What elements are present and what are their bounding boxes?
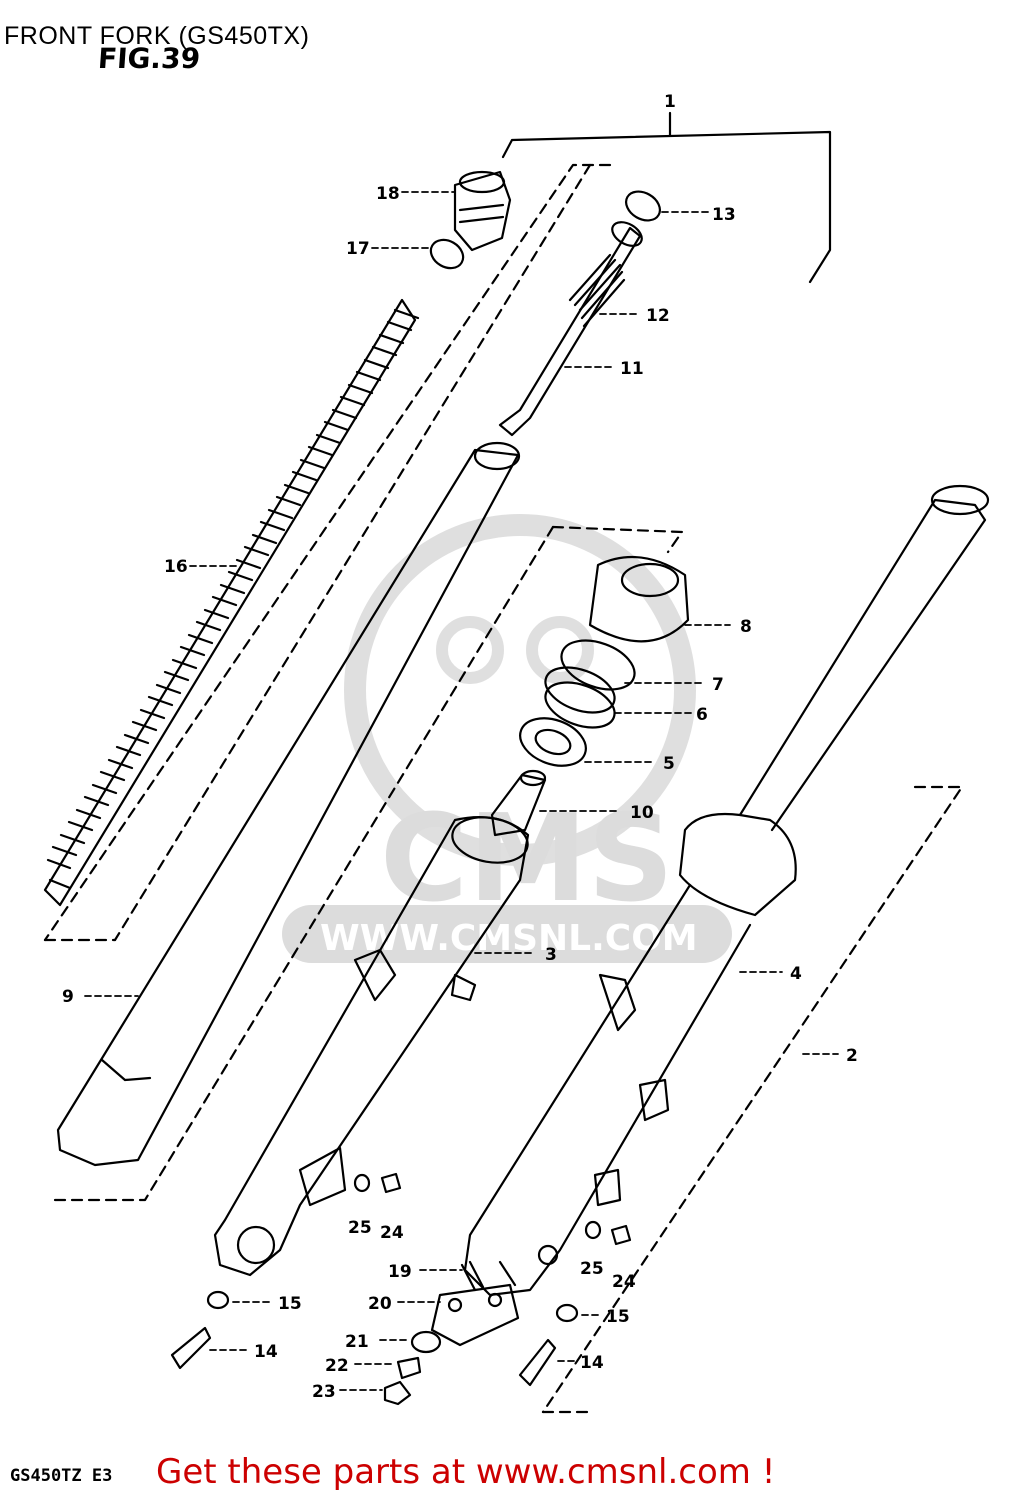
callout-2: 2: [846, 1046, 858, 1066]
callout-25-left: 25: [348, 1218, 372, 1238]
model-code: GS450TZ E3: [10, 1466, 113, 1486]
gasket-left-icon: [206, 1290, 230, 1310]
callout-4: 4: [790, 964, 802, 984]
cms-parts-link[interactable]: Get these parts at www.cmsnl.com !: [156, 1452, 776, 1492]
outer-tube-left-icon: [213, 816, 530, 1277]
gasket-right-icon: [555, 1303, 579, 1323]
seal-bracket: [48, 525, 684, 1202]
oil-seal-spacer-icon: [544, 666, 616, 729]
bleed-washer-right-icon: [584, 1220, 602, 1240]
inner-tube-icon: [56, 441, 521, 1167]
watermark-mascot-icon: [344, 514, 696, 866]
callout-10: 10: [630, 803, 654, 823]
callout-17: 17: [346, 239, 370, 259]
callout-14-right: 14: [580, 1353, 604, 1373]
callout-20: 20: [368, 1294, 392, 1314]
bleed-washer-left-icon: [353, 1173, 371, 1193]
callout-23: 23: [312, 1382, 336, 1402]
stopper-ring-icon: [560, 639, 636, 691]
axle-holder-icon: [430, 1283, 520, 1347]
callout-25-right: 25: [580, 1259, 604, 1279]
dust-seal-icon: [588, 555, 690, 643]
fork-cap-bolt-icon: [453, 170, 512, 252]
callout-9: 9: [62, 987, 74, 1007]
nut-icon: [383, 1380, 412, 1406]
oil-lock-piece-icon: [490, 769, 547, 837]
callout-6: 6: [696, 705, 708, 725]
damper-ring-icon: [625, 190, 661, 222]
rebound-spring-icon: [568, 253, 626, 328]
fork-spring-icon: [43, 298, 420, 907]
washer-icon: [410, 1330, 442, 1354]
bleed-screw-right-icon: [610, 1224, 632, 1246]
callout-16: 16: [164, 557, 188, 577]
callout-1: 1: [664, 92, 676, 112]
bleed-screw-left-icon: [380, 1172, 402, 1194]
spring-washer-icon: [396, 1356, 422, 1380]
diagram-title: FRONT FORK (GS450TX): [4, 22, 310, 50]
callout-7: 7: [712, 675, 724, 695]
callout-13: 13: [712, 205, 736, 225]
inner-tube-bracket: [43, 163, 612, 942]
damper-rod-icon: [498, 221, 643, 437]
callout-8: 8: [740, 617, 752, 637]
callout-19: 19: [388, 1262, 412, 1282]
leader-lines: [84, 191, 839, 1391]
assembly-bracket-1: [501, 111, 832, 284]
drain-bolt-left-icon: [170, 1326, 212, 1370]
callout-15-right: 15: [606, 1307, 630, 1327]
callout-24-right: 24: [612, 1272, 636, 1292]
callout-15-left: 15: [278, 1294, 302, 1314]
o-ring-icon: [429, 238, 465, 270]
axle-holder-stud-icon: [460, 1260, 517, 1292]
callout-3: 3: [545, 945, 557, 965]
callout-5: 5: [663, 754, 675, 774]
callout-11: 11: [620, 359, 644, 379]
callout-21: 21: [345, 1332, 369, 1352]
outer-tube-bracket-2: [541, 785, 964, 1414]
drain-bolt-right-icon: [518, 1338, 557, 1387]
callout-18: 18: [376, 184, 400, 204]
callout-12: 12: [646, 306, 670, 326]
callout-22: 22: [325, 1356, 349, 1376]
callout-24-left: 24: [380, 1223, 404, 1243]
callout-14-left: 14: [254, 1342, 278, 1362]
oil-seal-icon: [519, 717, 587, 767]
